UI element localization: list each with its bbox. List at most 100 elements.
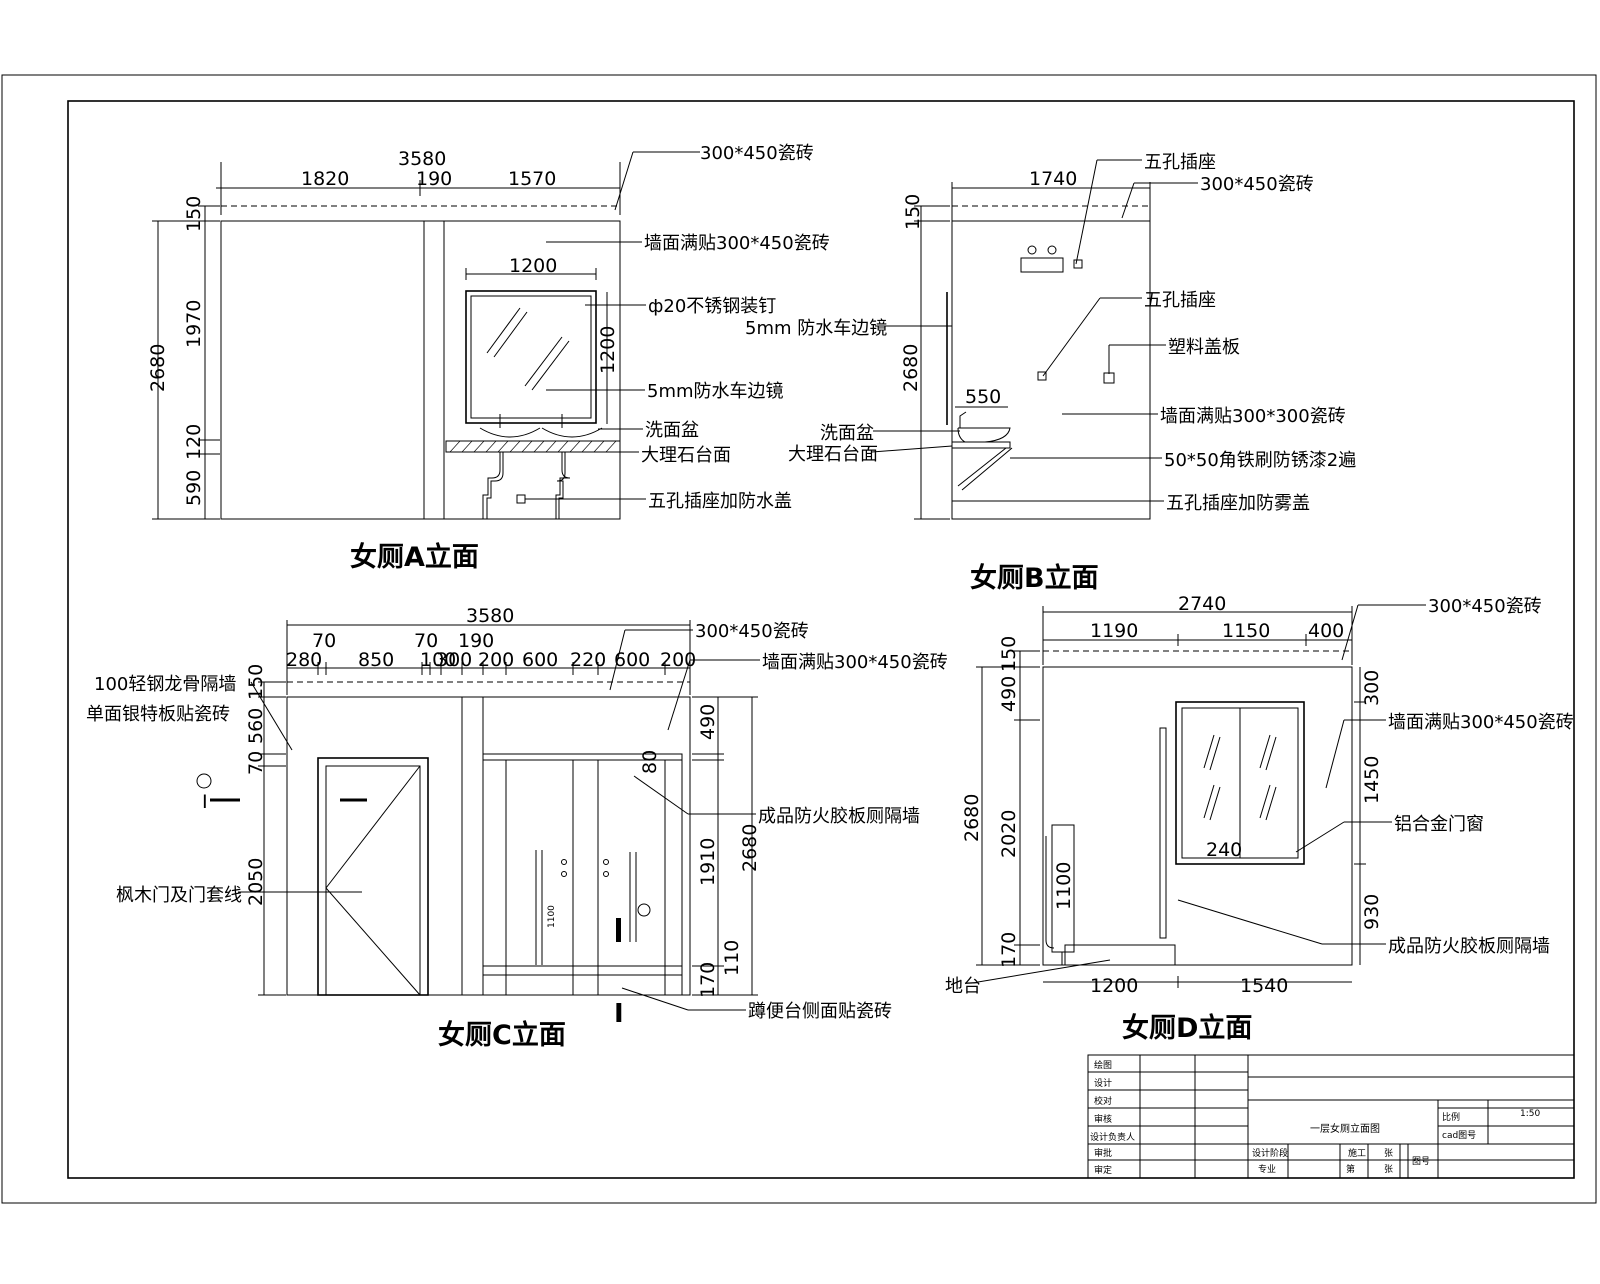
- title-block: 绘图 设计 校对 审核 设计负责人 审批 审定 一层女厕立面图 比例 1:50 …: [1087, 1054, 1575, 1179]
- label-b-wall: 墙面满贴300*300瓷砖: [1160, 406, 1346, 427]
- dim-a-h3: 120: [183, 424, 205, 460]
- label-c-partition2: 单面银特板贴瓷砖: [86, 704, 230, 725]
- socket-icon: [1037, 371, 1047, 381]
- label-b-marble: 大理石台面: [788, 444, 878, 465]
- section-c-2: I: [614, 999, 624, 1029]
- dim-c-s1: 280: [286, 649, 322, 671]
- tb-cad-label: cad图号: [1442, 1130, 1476, 1141]
- title-view-b: 女厕B立面: [970, 562, 1099, 594]
- title-view-a: 女厕A立面: [350, 541, 479, 573]
- dim-d-r2: 1450: [1361, 756, 1383, 804]
- dim-c-total-h: 2680: [739, 824, 761, 872]
- label-c-wall: 墙面满贴300*450瓷砖: [762, 652, 948, 673]
- outer-border: [1, 74, 1597, 1204]
- tb-zhang: 张: [1384, 1148, 1393, 1159]
- tb-label-2: 校对: [1094, 1095, 1112, 1107]
- label-b-socket-fog: 五孔插座加防雾盖: [1166, 493, 1310, 514]
- dim-a-h1: 150: [183, 196, 205, 232]
- dim-d-b1: 1200: [1090, 975, 1138, 997]
- tb-label-3: 审核: [1094, 1113, 1112, 1125]
- tb-prof-label: 专业: [1258, 1163, 1276, 1175]
- label-b-angle: 50*50角铁刷防锈漆2遍: [1164, 450, 1356, 471]
- floor-platform-d: [1064, 944, 1176, 966]
- label-a-nail: ф20不锈钢装钉: [648, 296, 776, 317]
- inner-border: [67, 100, 1575, 1179]
- label-a-tile: 300*450瓷砖: [700, 143, 814, 164]
- wall-c-outline: [286, 696, 691, 996]
- label-c-panel: 成品防火胶板厕隔墙: [758, 806, 920, 827]
- dim-c-s3: 850: [358, 649, 394, 671]
- label-c-door: 枫木门及门套线: [116, 885, 242, 906]
- wall-a-outline: [220, 220, 621, 520]
- label-c-tile: 300*450瓷砖: [695, 621, 809, 642]
- dim-a-w2: 190: [416, 168, 452, 190]
- label-c-partition1: 100轻钢龙骨隔墙: [94, 674, 236, 695]
- cubicle-c: [482, 753, 683, 996]
- label-d-panel: 成品防火胶板厕隔墙: [1388, 936, 1550, 957]
- dim-d-h2: 490: [998, 676, 1020, 712]
- dim-d-h1: 150: [998, 636, 1020, 672]
- window-d: [1175, 701, 1305, 865]
- switch-panel-b: [1020, 257, 1064, 273]
- label-a-marble: 大理石台面: [641, 445, 731, 466]
- title-view-c: 女厕C立面: [438, 1019, 566, 1051]
- tb-stage-sub: 施工: [1348, 1147, 1366, 1159]
- dim-a-total-h: 2680: [147, 344, 169, 392]
- label-d-wall: 墙面满贴300*450瓷砖: [1388, 712, 1574, 733]
- title-view-d: 女厕D立面: [1122, 1012, 1252, 1044]
- tb-label-6: 审定: [1094, 1164, 1112, 1176]
- dim-c-s6: 300: [436, 649, 472, 671]
- tb-drawing-name: 一层女厕立面图: [1310, 1122, 1380, 1135]
- dim-c-s2: 70: [312, 630, 336, 652]
- dim-c-total-w: 3580: [466, 605, 514, 627]
- label-d-floor: 地台: [945, 976, 981, 997]
- dim-d-w1: 1190: [1090, 620, 1138, 642]
- dim-a-mirror-h: 1200: [597, 326, 619, 374]
- label-a-wall: 墙面满贴300*450瓷砖: [644, 233, 830, 254]
- label-a-socket: 五孔插座加防水盖: [648, 491, 792, 512]
- dim-c-r5: 170: [697, 962, 719, 998]
- dim-c-s4: 70: [414, 630, 438, 652]
- dim-b-basin-w: 550: [965, 386, 1001, 408]
- dim-d-r1: 300: [1361, 670, 1383, 706]
- label-b-basin: 洗面盆: [820, 423, 874, 444]
- dim-c-r4: 110: [721, 940, 743, 976]
- dim-a-mirror-w: 1200: [509, 255, 557, 277]
- mirror-a: [465, 290, 597, 424]
- dim-c-s7: 190: [458, 630, 494, 652]
- dim-d-total-h: 2680: [961, 794, 983, 842]
- socket-icon: [1073, 259, 1083, 269]
- dim-b-total-w: 1740: [1029, 168, 1077, 190]
- label-a-mirror: 5mm防水车边镜: [647, 381, 784, 402]
- tb-no-label: 图号: [1412, 1156, 1430, 1167]
- dim-d-win: 240: [1206, 839, 1242, 861]
- plate-icon: [1103, 372, 1115, 384]
- dim-c-s10: 220: [570, 649, 606, 671]
- dim-d-b2: 1540: [1240, 975, 1288, 997]
- label-b-plate: 塑料盖板: [1168, 337, 1240, 358]
- dim-d-grab: 1100: [1053, 862, 1075, 910]
- label-b-mirror: 5mm 防水车边镜: [745, 318, 887, 339]
- tb-label-0: 绘图: [1094, 1059, 1112, 1071]
- dim-a-w1: 1820: [301, 168, 349, 190]
- label-b-socket5: 五孔插座: [1144, 152, 1216, 173]
- dim-a-total-w: 3580: [398, 148, 446, 170]
- dim-a-w3: 1570: [508, 168, 556, 190]
- dim-c-l3: 70: [245, 751, 267, 775]
- dim-d-r3: 930: [1361, 894, 1383, 930]
- view-d: 2740 1190 1150 400 240 1100 150 490: [945, 593, 1574, 1044]
- tb-sheet-label: 第: [1346, 1163, 1355, 1175]
- tb-label-4: 设计负责人: [1090, 1131, 1135, 1143]
- dim-d-total-w: 2740: [1178, 593, 1226, 615]
- marble-counter-a: [445, 440, 621, 453]
- label-b-socket5b: 五孔插座: [1144, 290, 1216, 311]
- dim-c-s12: 200: [660, 649, 696, 671]
- dim-c-grab: 1100: [547, 905, 557, 928]
- dim-c-s9: 600: [522, 649, 558, 671]
- section-mark-icon: [196, 773, 212, 789]
- dim-a-h4: 590: [183, 470, 205, 506]
- dim-c-s8: 200: [478, 649, 514, 671]
- section-c-1: I: [202, 791, 208, 813]
